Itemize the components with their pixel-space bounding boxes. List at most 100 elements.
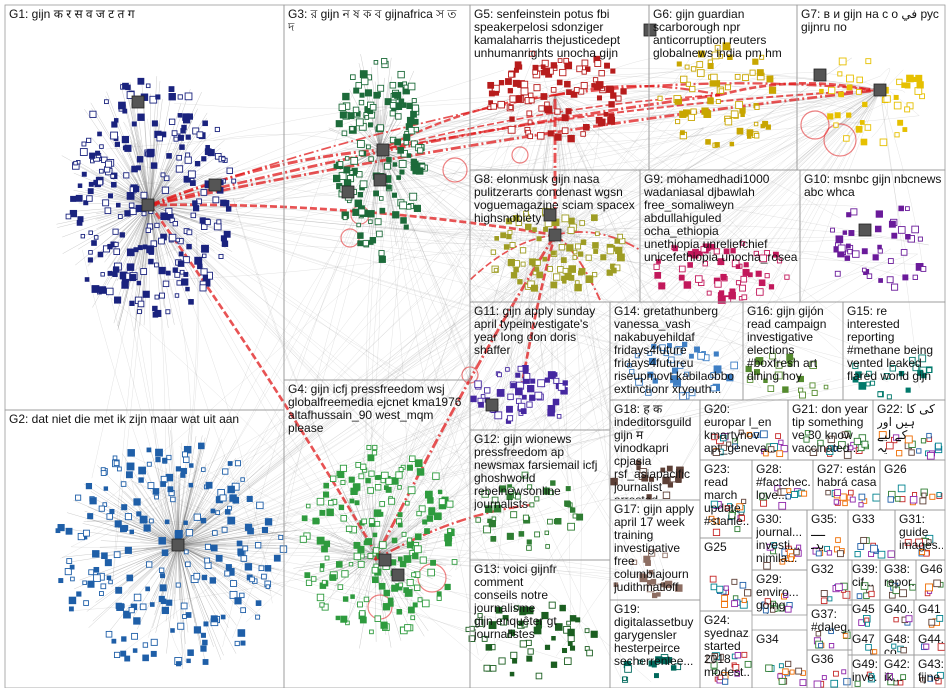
node: [146, 84, 150, 88]
node: [256, 615, 260, 619]
node: [343, 597, 348, 602]
hub-node: [377, 144, 389, 156]
node: [147, 150, 153, 156]
node: [369, 220, 373, 224]
node: [739, 430, 743, 434]
node: [792, 492, 798, 498]
node: [935, 443, 941, 449]
node: [384, 163, 390, 169]
node: [329, 501, 334, 506]
node: [713, 669, 717, 673]
node: [530, 395, 535, 400]
node: [330, 575, 336, 581]
node: [153, 489, 159, 495]
node: [551, 251, 555, 255]
node: [508, 487, 514, 493]
node: [519, 621, 523, 625]
node: [161, 482, 166, 487]
node: [393, 163, 397, 167]
node: [324, 541, 329, 546]
node: [921, 439, 925, 443]
node: [732, 601, 738, 607]
node: [892, 644, 896, 648]
node: [697, 62, 703, 68]
node: [576, 281, 580, 285]
node: [379, 583, 385, 589]
node: [106, 631, 112, 637]
node: [372, 451, 376, 455]
node: [232, 179, 236, 183]
node: [548, 131, 553, 136]
node: [690, 86, 695, 91]
node: [662, 657, 668, 663]
node: [581, 132, 586, 137]
node: [69, 607, 73, 611]
node: [346, 526, 351, 531]
node: [511, 273, 516, 278]
node: [66, 528, 72, 534]
node: [358, 561, 364, 567]
node: [826, 490, 831, 495]
node: [553, 373, 557, 377]
node: [404, 225, 408, 229]
node: [630, 369, 634, 373]
node: [445, 584, 450, 589]
node: [903, 128, 907, 132]
node: [531, 379, 535, 383]
node: [701, 247, 706, 252]
node: [814, 681, 821, 688]
node: [195, 257, 202, 264]
node: [425, 491, 432, 498]
node: [491, 250, 495, 254]
node: [566, 487, 570, 491]
node: [114, 297, 120, 303]
node: [844, 136, 850, 142]
node: [146, 587, 150, 591]
node: [327, 509, 334, 516]
node: [527, 111, 532, 116]
node: [518, 366, 523, 371]
node: [553, 274, 559, 280]
node: [756, 271, 761, 276]
node: [552, 636, 556, 640]
node: [117, 467, 121, 471]
node: [360, 611, 365, 616]
node: [400, 170, 404, 174]
node: [90, 498, 96, 504]
node: [183, 114, 190, 121]
node: [392, 538, 397, 543]
node: [561, 258, 566, 263]
node: [680, 111, 686, 117]
node: [256, 601, 261, 606]
node: [522, 395, 526, 399]
node: [181, 468, 186, 473]
node: [861, 537, 867, 543]
node: [895, 496, 900, 501]
node: [557, 80, 562, 85]
node: [549, 602, 555, 608]
node: [124, 173, 129, 178]
node: [816, 631, 821, 636]
node: [836, 236, 843, 243]
node: [427, 516, 433, 522]
node: [157, 135, 163, 141]
node: [718, 675, 722, 679]
node: [369, 157, 373, 161]
node: [537, 621, 541, 625]
node: [151, 651, 156, 656]
node: [567, 245, 573, 251]
node: [156, 457, 160, 461]
node: [405, 501, 409, 505]
node: [379, 251, 384, 256]
edge: [380, 150, 653, 490]
node: [279, 535, 283, 539]
node: [300, 536, 306, 542]
node: [834, 123, 838, 127]
node: [146, 562, 151, 567]
node: [489, 520, 495, 526]
node: [355, 501, 359, 505]
node: [90, 111, 96, 117]
node: [917, 82, 923, 88]
node: [616, 96, 621, 101]
node: [894, 617, 898, 621]
